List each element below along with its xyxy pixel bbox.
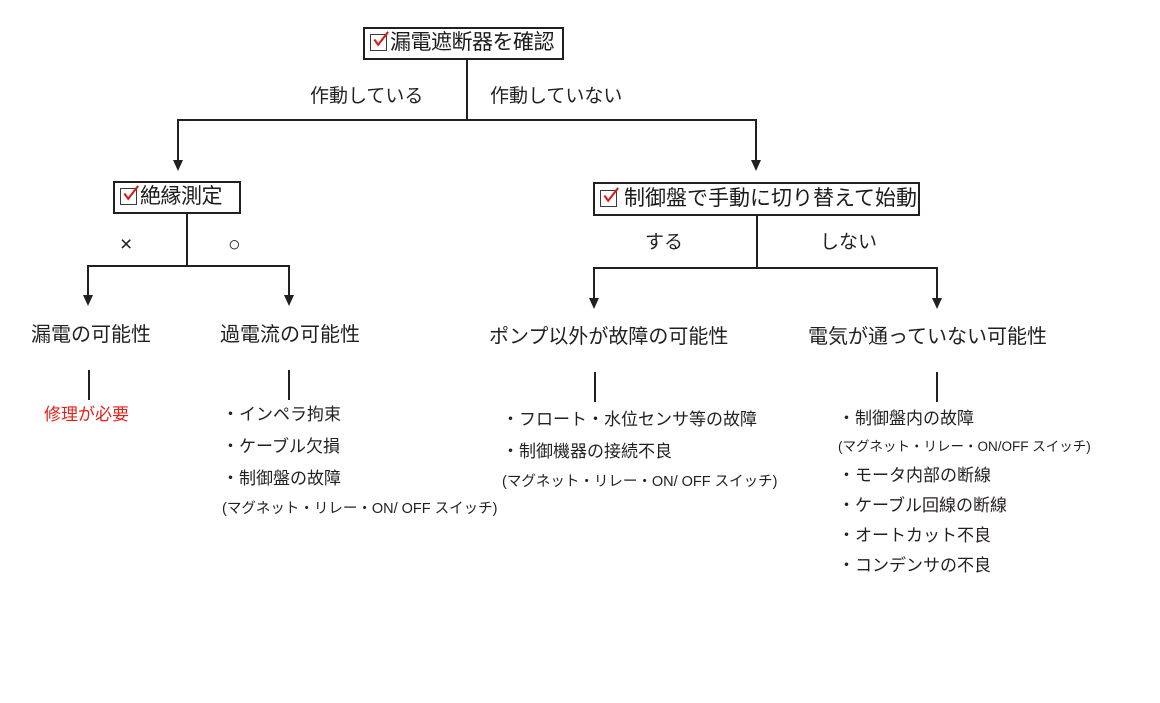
arrowhead-left-o xyxy=(284,295,294,306)
outcome-overcurrent: 過電流の可能性 xyxy=(220,324,360,346)
list-item: 修理が必要 xyxy=(44,405,129,424)
checkbox-checked-icon xyxy=(120,185,139,205)
connector-left-stem xyxy=(186,214,188,266)
list-item: ・オートカット不良 xyxy=(838,525,991,545)
connector-root-left-drop xyxy=(177,119,179,162)
arrowhead-right-do xyxy=(589,298,599,309)
node-insulation-measurement[interactable]: 絶縁測定 xyxy=(113,181,241,214)
edge-label-right-dont: しない xyxy=(820,232,878,253)
connector-leak-detail xyxy=(88,370,90,400)
list-item: ・モータ内部の断線 xyxy=(838,465,991,485)
edge-label-root-right: 作動していない xyxy=(490,86,623,107)
connector-right-bar xyxy=(593,267,938,269)
arrowhead-left-x xyxy=(83,295,93,306)
detail-list-leak: 修理が必要 xyxy=(44,406,129,438)
connector-left-bar xyxy=(87,265,289,267)
list-item: ・ケーブル欠損 xyxy=(222,437,340,456)
list-item-note: (マグネット・リレー・ON/ OFF スイッチ) xyxy=(222,501,498,517)
connector-no-power-detail xyxy=(936,372,938,402)
node-manual-start-control-panel[interactable]: 制御盤で手動に切り替えて始動 xyxy=(593,182,920,216)
list-item-note: (マグネット・リレー・ON/ OFF スイッチ) xyxy=(502,474,778,490)
checkbox-checked-icon xyxy=(370,31,389,51)
edge-label-root-left: 作動している xyxy=(310,86,424,107)
connector-left-o-drop xyxy=(288,265,290,297)
node-check-breaker[interactable]: 漏電遮断器を確認 xyxy=(363,27,564,60)
list-item: ・制御盤の故障 xyxy=(222,469,341,488)
edge-label-left-x: × xyxy=(120,233,133,256)
edge-label-right-do: する xyxy=(645,232,684,253)
node-label: 絶縁測定 xyxy=(140,185,223,208)
connector-right-dont-drop xyxy=(936,267,938,300)
connector-root-stem xyxy=(466,60,468,120)
detail-list-overcurrent: ・インペラ拘束 ・ケーブル欠損 ・制御盤の故障 (マグネット・リレー・ON/ O… xyxy=(222,406,498,532)
list-item: ・ケーブル回線の断線 xyxy=(838,495,1007,515)
outcome-non-pump: ポンプ以外が故障の可能性 xyxy=(489,326,729,348)
connector-overcurrent-detail xyxy=(288,370,290,400)
list-item: ・コンデンサの不良 xyxy=(838,555,991,575)
connector-right-do-drop xyxy=(593,267,595,300)
connector-non-pump-detail xyxy=(594,372,596,402)
edge-label-left-o: ○ xyxy=(228,233,241,256)
node-label: 漏電遮断器を確認 xyxy=(390,31,555,54)
list-item: ・インペラ拘束 xyxy=(222,405,341,424)
list-item: ・制御盤内の故障 xyxy=(838,409,974,428)
outcome-no-power: 電気が通っていない可能性 xyxy=(808,326,1047,348)
detail-list-non-pump: ・フロート・水位センサ等の故障 ・制御機器の接続不良 (マグネット・リレー・ON… xyxy=(502,411,778,505)
connector-right-stem xyxy=(756,216,758,268)
list-item-note: (マグネット・リレー・ON/OFF スイッチ) xyxy=(838,439,1091,454)
outcome-leak: 漏電の可能性 xyxy=(31,324,151,346)
connector-root-right-drop xyxy=(755,119,757,162)
connector-left-x-drop xyxy=(87,265,89,297)
list-item: ・フロート・水位センサ等の故障 xyxy=(502,410,757,429)
node-label: 制御盤で手動に切り替えて始動 xyxy=(624,186,917,210)
list-item: ・制御機器の接続不良 xyxy=(502,442,672,461)
arrowhead-root-right xyxy=(751,160,761,171)
connector-root-bar xyxy=(177,119,757,121)
arrowhead-right-dont xyxy=(932,298,942,309)
detail-list-no-power: ・制御盤内の故障 (マグネット・リレー・ON/OFF スイッチ) ・モータ内部の… xyxy=(838,410,1091,587)
checkbox-checked-icon xyxy=(600,186,619,207)
arrowhead-root-left xyxy=(173,160,183,171)
